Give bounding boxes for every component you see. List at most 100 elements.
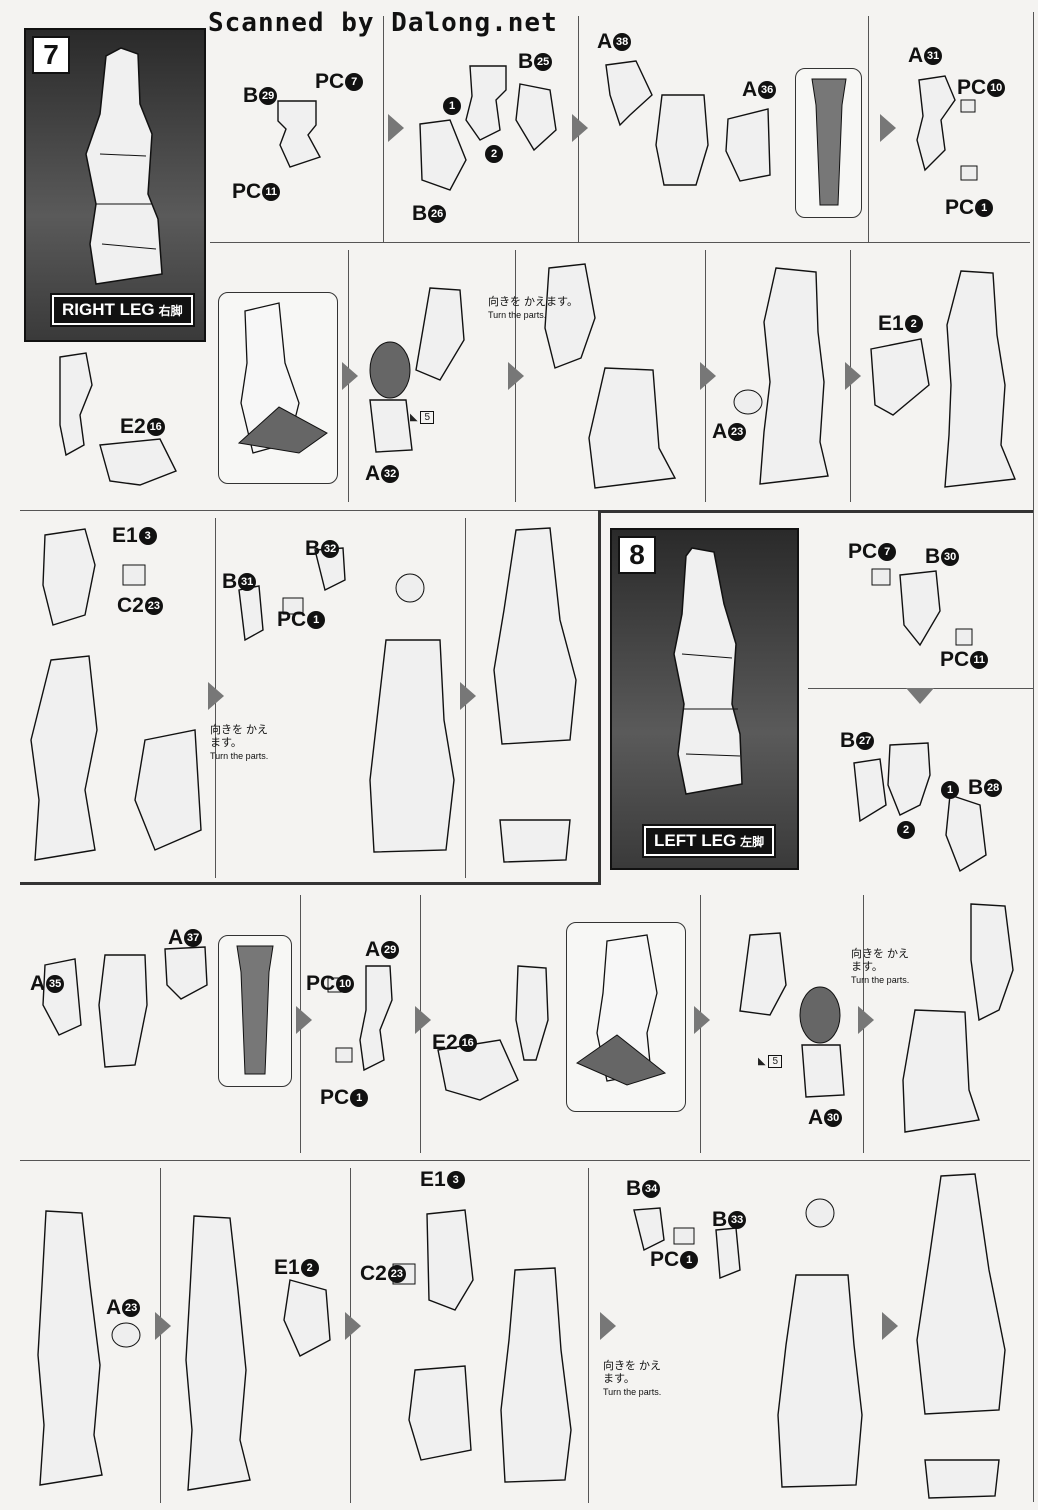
part-label-prefix: PC (945, 196, 975, 219)
part-illustration (739, 932, 845, 1098)
part-label-prefix: B (305, 537, 321, 560)
part-label-number: 16 (146, 418, 165, 437)
border (1033, 12, 1034, 1502)
part-label-number: 29 (259, 87, 278, 106)
left-leg-illustration (673, 547, 743, 795)
step-number: 8 (618, 536, 656, 574)
part-label-prefix: PC (957, 76, 987, 99)
part-label-prefix: A (808, 1106, 824, 1129)
part-label: 2 (484, 142, 503, 166)
part-label-number: 2 (897, 821, 915, 840)
part-label: 1 (940, 778, 959, 802)
part-label-prefix: A (365, 462, 381, 485)
part-label-number: 3 (446, 1171, 465, 1190)
flow-arrow (296, 1006, 312, 1034)
note-en: Turn the parts. (851, 975, 910, 985)
part-label-prefix: B (626, 1177, 642, 1200)
flow-arrow (572, 114, 588, 142)
part-illustration (59, 352, 177, 486)
flow-arrow (882, 1312, 898, 1340)
part-label-number: 32 (381, 465, 400, 484)
part-label-prefix: A (597, 30, 613, 53)
part-label-prefix: PC (650, 1248, 680, 1271)
part-label-prefix: E1 (274, 1256, 300, 1279)
sticker-ref: ◣ 5 (410, 411, 435, 424)
part-label-prefix: PC (315, 70, 345, 93)
turn-note: 向きを かえます。Turn the parts. (210, 724, 270, 763)
part-label-number: 33 (728, 1211, 747, 1230)
part-label-prefix: A (106, 1296, 122, 1319)
part-illustration (369, 573, 455, 853)
part-label-number: 34 (642, 1180, 661, 1199)
part-illustration (733, 267, 829, 485)
part-label-number: 11 (970, 651, 989, 670)
turn-note: 向きを かえます。Turn the parts. (851, 948, 911, 987)
part-label-prefix: E1 (112, 524, 138, 547)
part-illustration (437, 965, 549, 1101)
part-label-prefix: E2 (432, 1031, 458, 1054)
part-illustration (42, 946, 208, 1068)
watermark: Scanned by Dalong.net (208, 8, 558, 38)
part-label-prefix: A (30, 972, 46, 995)
flow-arrow (342, 362, 358, 390)
divider (20, 510, 598, 511)
note-jp: 向きを かえます。 (603, 1360, 662, 1385)
part-label-number: 7 (878, 543, 897, 562)
part-label-number: 26 (428, 205, 447, 224)
part-illustration (777, 1198, 863, 1488)
note-jp: 向きを かえます。 (488, 296, 578, 308)
flow-arrow (845, 362, 861, 390)
flow-arrow (700, 362, 716, 390)
note-en: Turn the parts. (603, 1387, 662, 1397)
step-number: 7 (32, 36, 70, 74)
part-illustration (369, 287, 465, 453)
turn-note: 向きを かえます。 Turn the parts. (488, 296, 578, 322)
part-illustration (392, 1209, 572, 1483)
part-label-number: 35 (46, 975, 65, 994)
part-label-number: 7 (345, 73, 364, 92)
part-illustration (902, 903, 1014, 1133)
part-label-number: 23 (387, 1265, 406, 1284)
part-label-prefix: B (712, 1208, 728, 1231)
sticker-number: 5 (768, 1055, 783, 1068)
divider (383, 16, 384, 242)
part-illustration (633, 1207, 741, 1280)
part-label-number: 31 (238, 573, 257, 592)
flow-arrow (858, 1006, 874, 1034)
detail-inset (218, 292, 338, 484)
part-illustration (811, 78, 847, 206)
part-illustration (327, 965, 393, 1072)
part-label-prefix: B (518, 50, 534, 73)
note-en: Turn the parts. (488, 310, 547, 320)
part-label-number: 2 (300, 1259, 319, 1278)
part-illustration (544, 263, 677, 489)
part-illustration (237, 302, 328, 454)
part-label-number: 3 (138, 527, 157, 546)
part-label-prefix: PC (940, 648, 970, 671)
part-illustration (37, 1210, 141, 1486)
part-label-prefix: B (925, 545, 941, 568)
flow-arrow (880, 114, 896, 142)
note-en: Turn the parts. (210, 751, 269, 761)
